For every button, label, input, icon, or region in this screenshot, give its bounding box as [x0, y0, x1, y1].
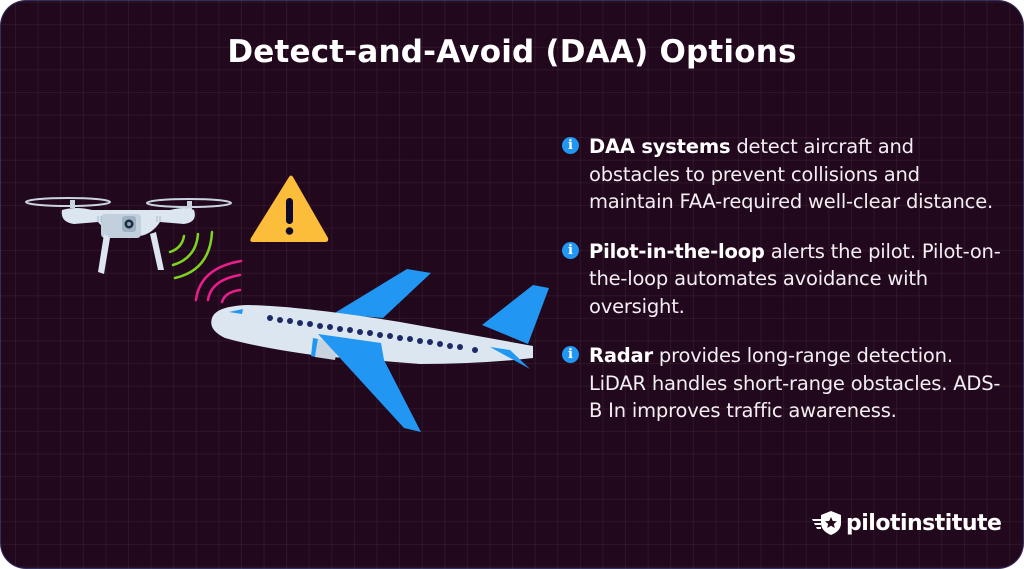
info-bold: Radar — [589, 344, 653, 367]
info-icon: i — [562, 346, 579, 363]
info-item-daa-systems: i DAA systems detect aircraft and obstac… — [562, 133, 1007, 216]
info-bold: Pilot-in-the-loop — [589, 239, 765, 263]
illustration — [25, 175, 549, 432]
info-text: Radar provides long-range detection. LiD… — [589, 342, 1007, 425]
logo-text: pilotinstitute — [846, 510, 1002, 536]
info-item-radar: i Radar provides long-range detection. L… — [562, 342, 1007, 425]
brand-logo: pilotinstitute — [812, 510, 1002, 536]
info-icon: i — [562, 137, 579, 154]
drone-icon — [25, 197, 232, 274]
airplane-signal-icon — [194, 259, 243, 304]
info-text: DAA systems detect aircraft and obstacle… — [589, 133, 1007, 216]
info-bold: DAA systems — [589, 135, 731, 158]
airplane-icon — [211, 269, 549, 432]
info-body: detect aircraft and obstacles to prevent… — [589, 135, 993, 213]
info-icon: i — [562, 241, 579, 259]
info-list: i DAA systems detect aircraft and obstac… — [562, 133, 1007, 447]
info-item-pilot-loop: i Pilot-in-the-loop alerts the pilot. Pi… — [562, 238, 1007, 321]
info-body: provides long-range detection. LiDAR han… — [589, 344, 1001, 422]
drone-signal-icon — [168, 230, 214, 280]
info-body: alerts the pilot. Pilot-on-the-loop auto… — [589, 239, 1001, 318]
warning-triangle-icon — [250, 175, 329, 242]
page-title: Detect-and-Avoid (DAA) Options — [227, 34, 797, 70]
info-text: Pilot-in-the-loop alerts the pilot. Pilo… — [589, 238, 1007, 321]
shield-star-wings-icon — [812, 511, 841, 535]
